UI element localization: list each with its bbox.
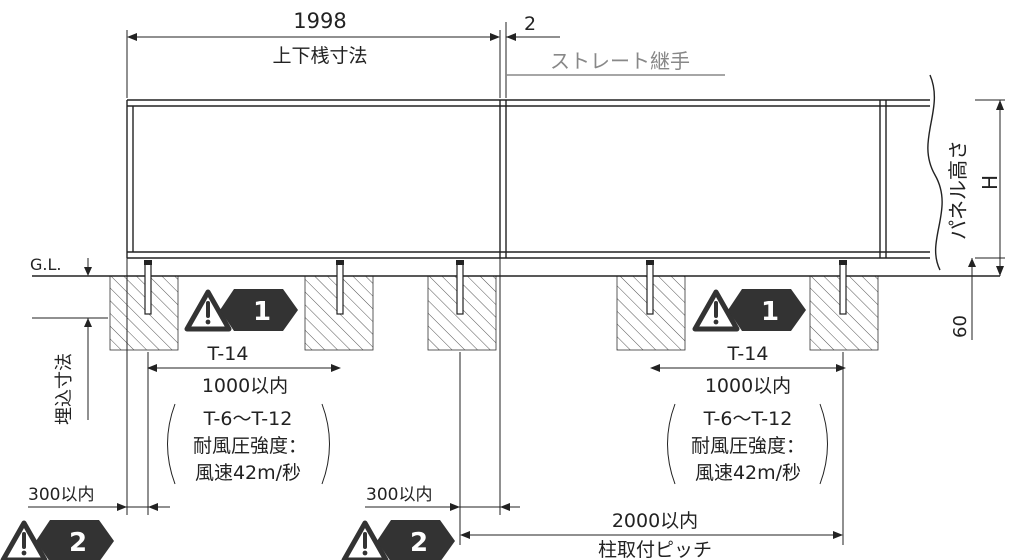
- fence-panels: [126, 74, 943, 271]
- footing-1: [109, 275, 179, 351]
- span-left-model: T-14: [207, 343, 249, 365]
- top-dimension-value: 1998: [293, 9, 346, 33]
- pitch-caption: 柱取付ピッチ: [598, 539, 712, 560]
- badge-arrow-shape: [377, 520, 455, 560]
- joint-gap-value: 2: [524, 13, 536, 35]
- mid-300-label: 300以内: [366, 485, 432, 505]
- span-left-submodels: T-6〜T-12: [203, 408, 293, 430]
- post-1: [144, 261, 152, 315]
- badge-number: 1: [253, 297, 271, 327]
- post-5: [839, 261, 847, 315]
- gl-marker: G.L.: [30, 255, 92, 276]
- post-cap-5: [839, 260, 847, 265]
- span-right-wind-value: 風速42m/秒: [695, 462, 801, 484]
- span-right-wind-title: 耐風圧強度：: [691, 435, 805, 457]
- fence-posts: [144, 260, 847, 315]
- post-4: [646, 261, 654, 315]
- span-right-submodels: T-6〜T-12: [703, 408, 793, 430]
- span-right-model: T-14: [727, 343, 769, 365]
- post-cap-4: [646, 260, 654, 265]
- panel-height-label: パネル高さ: [946, 140, 970, 240]
- span-left-wind-title: 耐風圧強度：: [193, 435, 307, 457]
- badge-number: 2: [69, 528, 87, 558]
- warning-badge-span-left: 1: [184, 289, 298, 332]
- embed-depth-dimension: 埋込寸法: [32, 317, 108, 425]
- embed-depth-label: 埋込寸法: [54, 353, 75, 425]
- post-cap-1: [144, 260, 152, 265]
- span-left-limit: 1000以内: [202, 375, 288, 397]
- depth-60-label: 60: [950, 315, 971, 338]
- badge-arrow-shape: [728, 289, 806, 331]
- span-annotation-left: T-14 1000以内 T-6〜T-12 耐風圧強度： 風速42m/秒: [147, 343, 341, 485]
- warning-badge-bottom-middle: 2: [341, 520, 455, 560]
- post-cap-3: [456, 260, 464, 265]
- span-right-limit: 1000以内: [705, 375, 791, 397]
- warning-badge-span-right: 1: [692, 289, 806, 332]
- bottom-dimensions: 300以内 300以内 2000以内 柱取付ピッチ: [28, 258, 844, 560]
- post-2: [336, 261, 344, 315]
- gl-label: G.L.: [30, 255, 61, 274]
- top-dimension: 1998 上下桟寸法 2 ストレート継手: [126, 9, 725, 98]
- straight-joint-caption: ストレート継手: [550, 49, 690, 73]
- badge-arrow-shape: [220, 289, 298, 331]
- left-300-label: 300以内: [28, 485, 94, 505]
- badge-number: 2: [410, 528, 428, 558]
- span-annotation-right: T-14 1000以内 T-6〜T-12 耐風圧強度： 風速42m/秒: [650, 343, 846, 485]
- height-dimension: パネル高さ H 60: [946, 99, 1005, 340]
- post-3: [456, 261, 464, 315]
- badge-arrow-shape: [36, 520, 114, 560]
- break-line: [927, 74, 943, 271]
- top-dimension-caption: 上下桟寸法: [272, 45, 367, 67]
- badge-number: 1: [761, 297, 779, 327]
- warning-badge-bottom-left: 2: [0, 520, 114, 560]
- span-left-wind-value: 風速42m/秒: [195, 462, 301, 484]
- post-cap-2: [336, 260, 344, 265]
- pitch-value: 2000以内: [612, 510, 698, 532]
- height-h-label: H: [978, 175, 1002, 190]
